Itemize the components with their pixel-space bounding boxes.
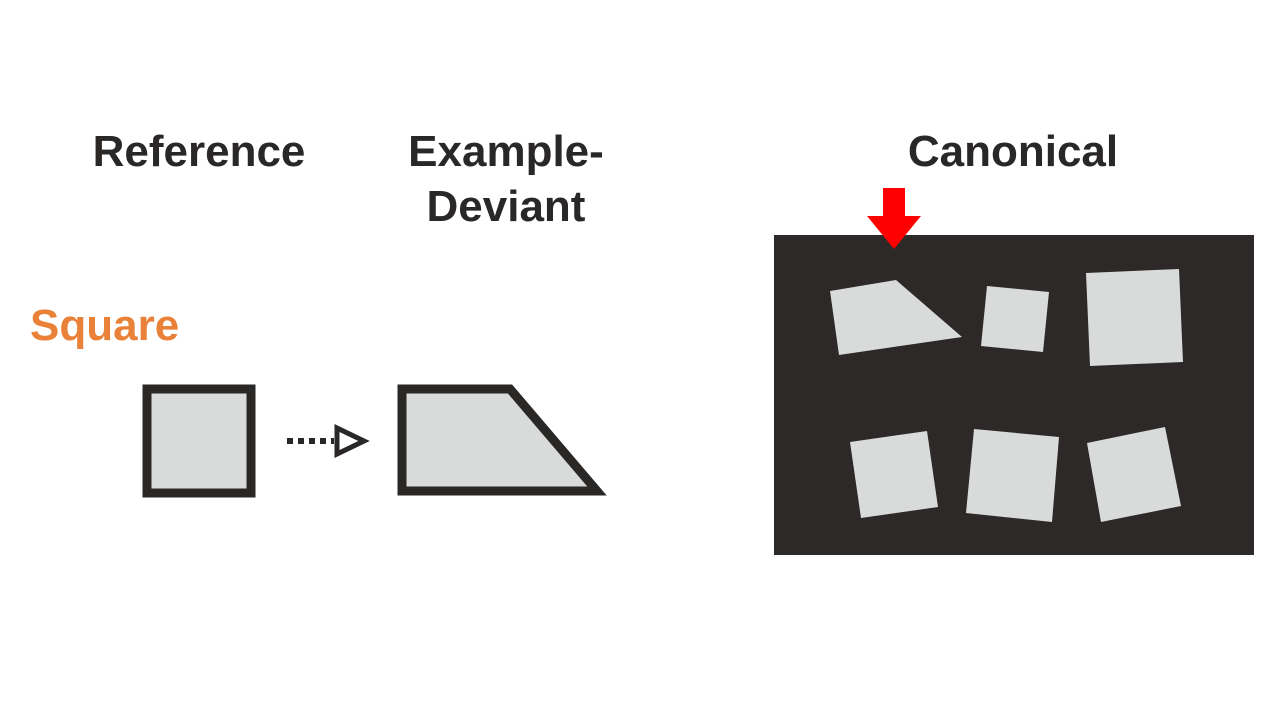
example-deviant-heading-line1: Example- bbox=[408, 127, 604, 176]
canonical-shape-square-bottom-middle bbox=[966, 429, 1059, 522]
example-deviant-heading: Example- Deviant bbox=[388, 124, 624, 234]
canonical-shape-square-bottom-left bbox=[850, 431, 938, 518]
canonical-heading: Canonical bbox=[907, 127, 1119, 176]
canonical-shape-square-large bbox=[1086, 269, 1183, 366]
reference-square bbox=[142, 384, 256, 498]
canonical-shapes bbox=[830, 269, 1183, 522]
reference-heading: Reference bbox=[92, 127, 306, 176]
example-deviant-trapezoid bbox=[397, 384, 607, 496]
category-label-square: Square bbox=[30, 301, 180, 350]
canonical-shape-deviant-trapezoid bbox=[830, 280, 962, 355]
canonical-shape-square-bottom-right bbox=[1087, 427, 1181, 522]
transform-arrow-icon bbox=[287, 424, 370, 458]
example-deviant-heading-line2: Deviant bbox=[426, 182, 586, 231]
highlight-arrow-down-icon bbox=[867, 188, 921, 249]
canonical-shape-square-small bbox=[981, 286, 1049, 352]
